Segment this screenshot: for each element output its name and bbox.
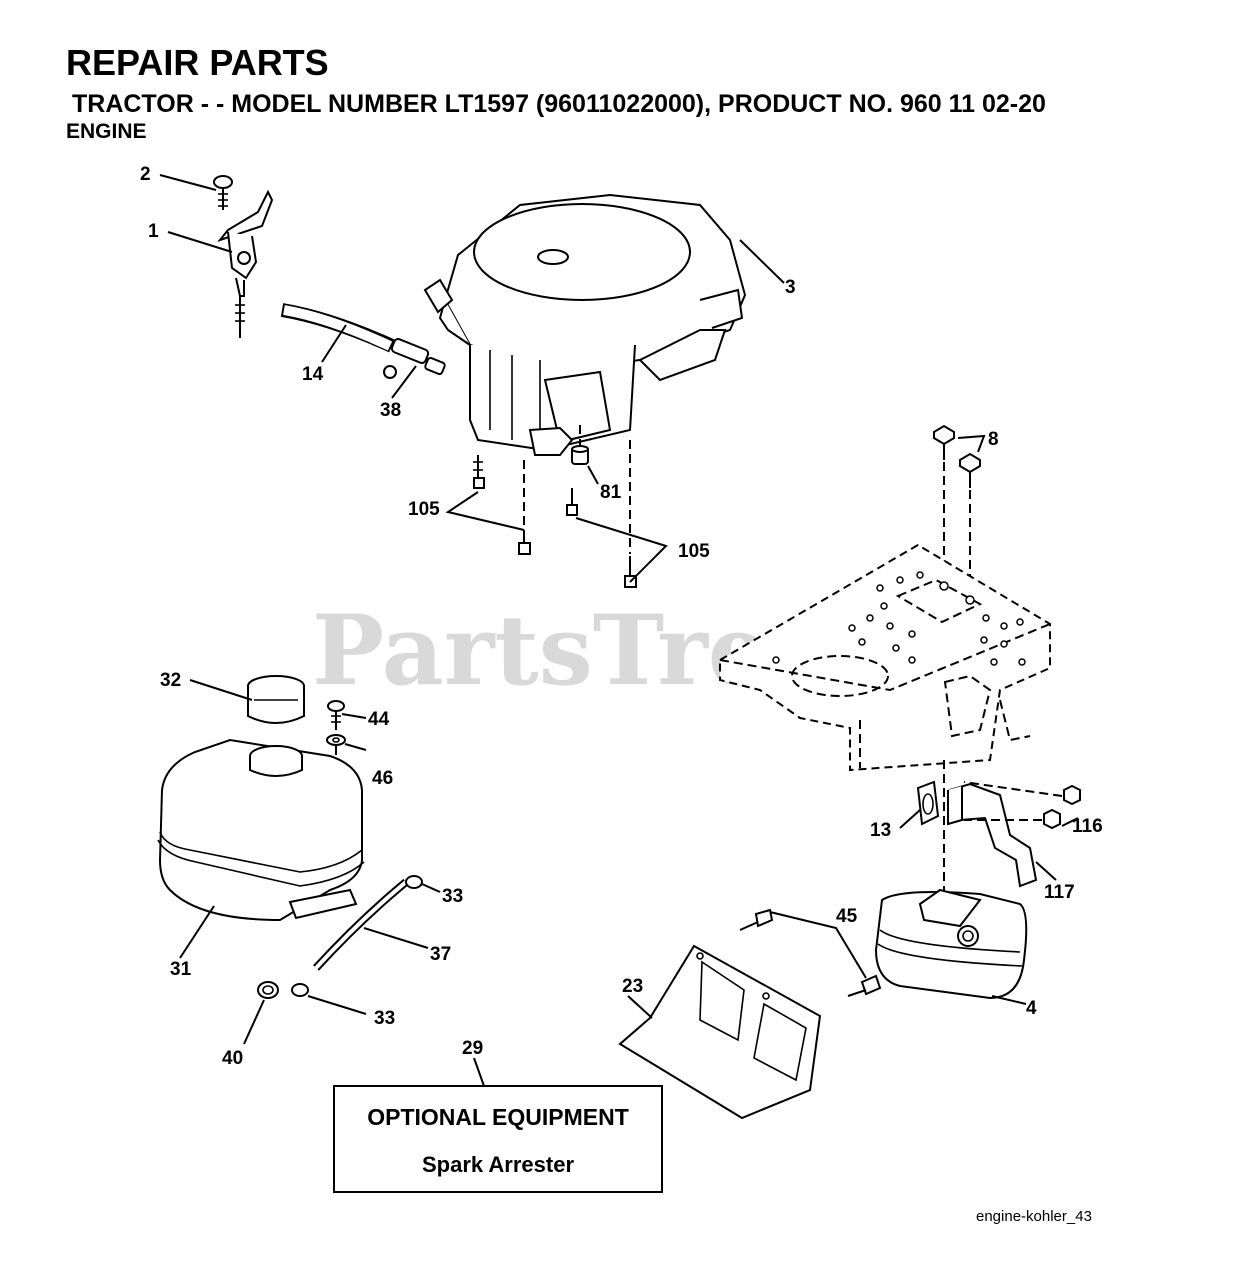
- gasket-13-part[interactable]: [916, 780, 940, 826]
- callout-31[interactable]: 31: [170, 959, 192, 980]
- callout-4[interactable]: 4: [1026, 998, 1037, 1019]
- callout-8[interactable]: 8: [988, 429, 999, 450]
- exhaust-pipe-117-part[interactable]: [947, 782, 1038, 888]
- bolt-8-part[interactable]: [933, 424, 981, 488]
- callout-44[interactable]: 44: [368, 709, 390, 730]
- nut-81-part[interactable]: [571, 445, 589, 465]
- callout-40[interactable]: 40: [222, 1048, 243, 1069]
- callout-14[interactable]: 14: [302, 364, 324, 385]
- fuel-line-37-part[interactable]: [313, 878, 409, 971]
- callout-116[interactable]: 116: [1072, 816, 1103, 837]
- callout-33-lower[interactable]: 33: [374, 1008, 395, 1029]
- heat-shield-23-part[interactable]: [618, 944, 822, 1120]
- fuel-tank-part[interactable]: [157, 738, 365, 922]
- optional-equipment-box: [333, 1085, 663, 1193]
- fuel-cap-part[interactable]: [247, 675, 305, 724]
- callout-32[interactable]: 32: [160, 670, 181, 691]
- muffler-part[interactable]: [874, 888, 1028, 1000]
- engine-part[interactable]: [423, 193, 747, 456]
- optional-equipment-item: Spark Arrester: [422, 1152, 574, 1177]
- screw-45-part[interactable]: [739, 908, 882, 997]
- grommet-40-part[interactable]: [257, 981, 279, 999]
- callout-2[interactable]: 2: [140, 164, 151, 185]
- throttle-bracket-part[interactable]: [213, 175, 274, 338]
- model-subtitle: TRACTOR - - MODEL NUMBER LT1597 (9601102…: [72, 90, 1046, 118]
- callout-105-right[interactable]: 105: [678, 541, 710, 562]
- callout-105-left[interactable]: 105: [408, 499, 440, 520]
- clamp-33-part[interactable]: [291, 875, 423, 997]
- callout-13[interactable]: 13: [870, 820, 891, 841]
- callout-38[interactable]: 38: [380, 400, 401, 421]
- screw-44-part[interactable]: [327, 700, 345, 730]
- callout-29[interactable]: 29: [462, 1038, 483, 1059]
- callout-1[interactable]: 1: [148, 221, 159, 242]
- optional-equipment-title: OPTIONAL EQUIPMENT: [367, 1104, 629, 1130]
- section-title: ENGINE: [66, 120, 147, 143]
- nut-116-part[interactable]: [1043, 784, 1081, 830]
- frame-part[interactable]: [719, 543, 1051, 772]
- fuel-hose-part[interactable]: [280, 303, 395, 353]
- callout-45[interactable]: 45: [836, 906, 858, 927]
- callout-23[interactable]: 23: [622, 976, 643, 997]
- fuel-filter-part[interactable]: [383, 337, 446, 379]
- diagram-code: engine-kohler_43: [976, 1208, 1092, 1225]
- bolt-105-part[interactable]: [473, 455, 637, 588]
- washer-46-part[interactable]: [326, 734, 346, 746]
- callout-3[interactable]: 3: [785, 277, 796, 298]
- callout-46[interactable]: 46: [372, 768, 393, 789]
- callout-37[interactable]: 37: [430, 944, 451, 965]
- callout-117[interactable]: 117: [1044, 882, 1075, 903]
- page-title: REPAIR PARTS: [66, 42, 329, 83]
- callout-33-upper[interactable]: 33: [442, 886, 463, 907]
- callout-81[interactable]: 81: [600, 482, 622, 503]
